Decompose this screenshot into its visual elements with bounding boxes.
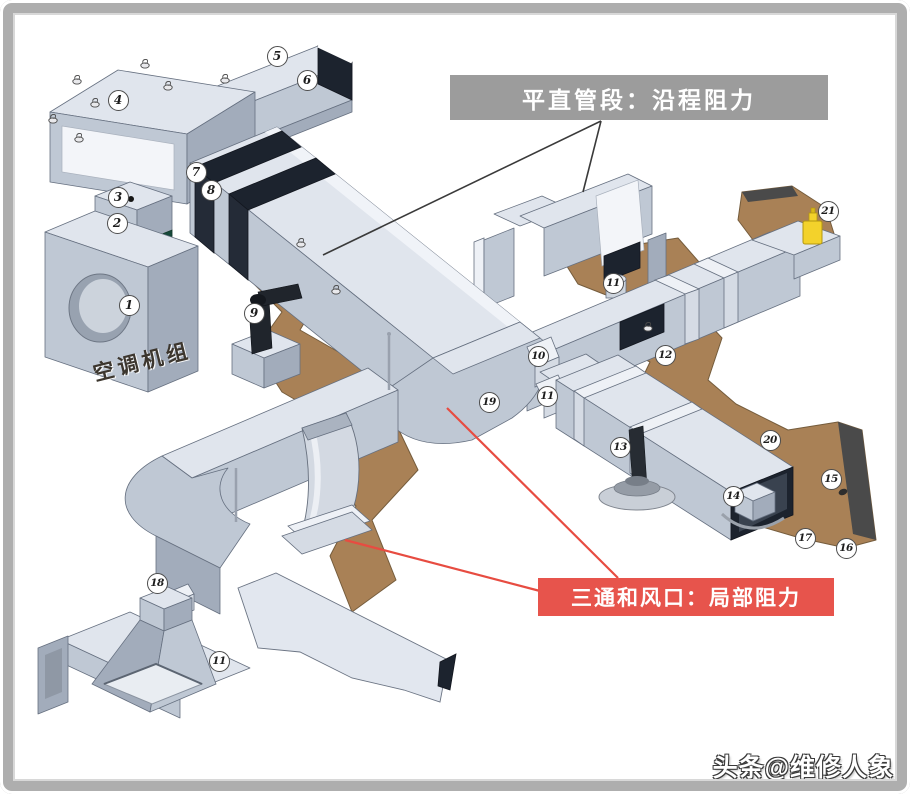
terrain-dark-edge-top	[742, 186, 798, 202]
exhaust-elbow	[231, 283, 303, 389]
leader-line-local-2	[344, 538, 541, 593]
leader-line-straight-1	[322, 120, 602, 256]
leader-line-local-1	[446, 407, 619, 579]
bottom-left-branch	[37, 332, 457, 719]
floor-support-stand	[598, 425, 676, 511]
terrain-dark-cliff	[838, 422, 876, 540]
screw-icon	[220, 73, 230, 84]
callout-straight-duct: 平直管段：沿程阻力	[450, 75, 828, 120]
gooseneck-outlet	[281, 412, 373, 555]
leader-lines	[322, 120, 619, 593]
ceiling-diffuser	[91, 586, 217, 713]
screw-icon	[72, 74, 82, 85]
callout-straight-text: 平直管段：沿程阻力	[522, 86, 756, 113]
pebble	[838, 488, 848, 496]
screw-icon	[140, 58, 150, 69]
callout-local-text: 三通和风口：局部阻力	[571, 587, 801, 610]
duct-side-panel	[237, 572, 449, 703]
main-trunk-duct	[189, 126, 521, 429]
lower-right-branch-duct	[555, 354, 848, 541]
duct-opening-12	[619, 303, 665, 351]
sensor-dot	[128, 196, 134, 202]
callout-local-resistance: 三通和风口：局部阻力	[538, 578, 834, 616]
watermark: 头条@维修人象	[712, 754, 894, 782]
air-handling-unit	[44, 69, 256, 393]
damper-blade-panel	[595, 179, 645, 267]
leader-line-straight-2	[582, 120, 602, 193]
damper-handle	[605, 274, 627, 284]
upper-right-z-duct	[473, 173, 667, 311]
hanger-bracket	[720, 482, 785, 530]
yellow-bottle	[802, 207, 823, 245]
